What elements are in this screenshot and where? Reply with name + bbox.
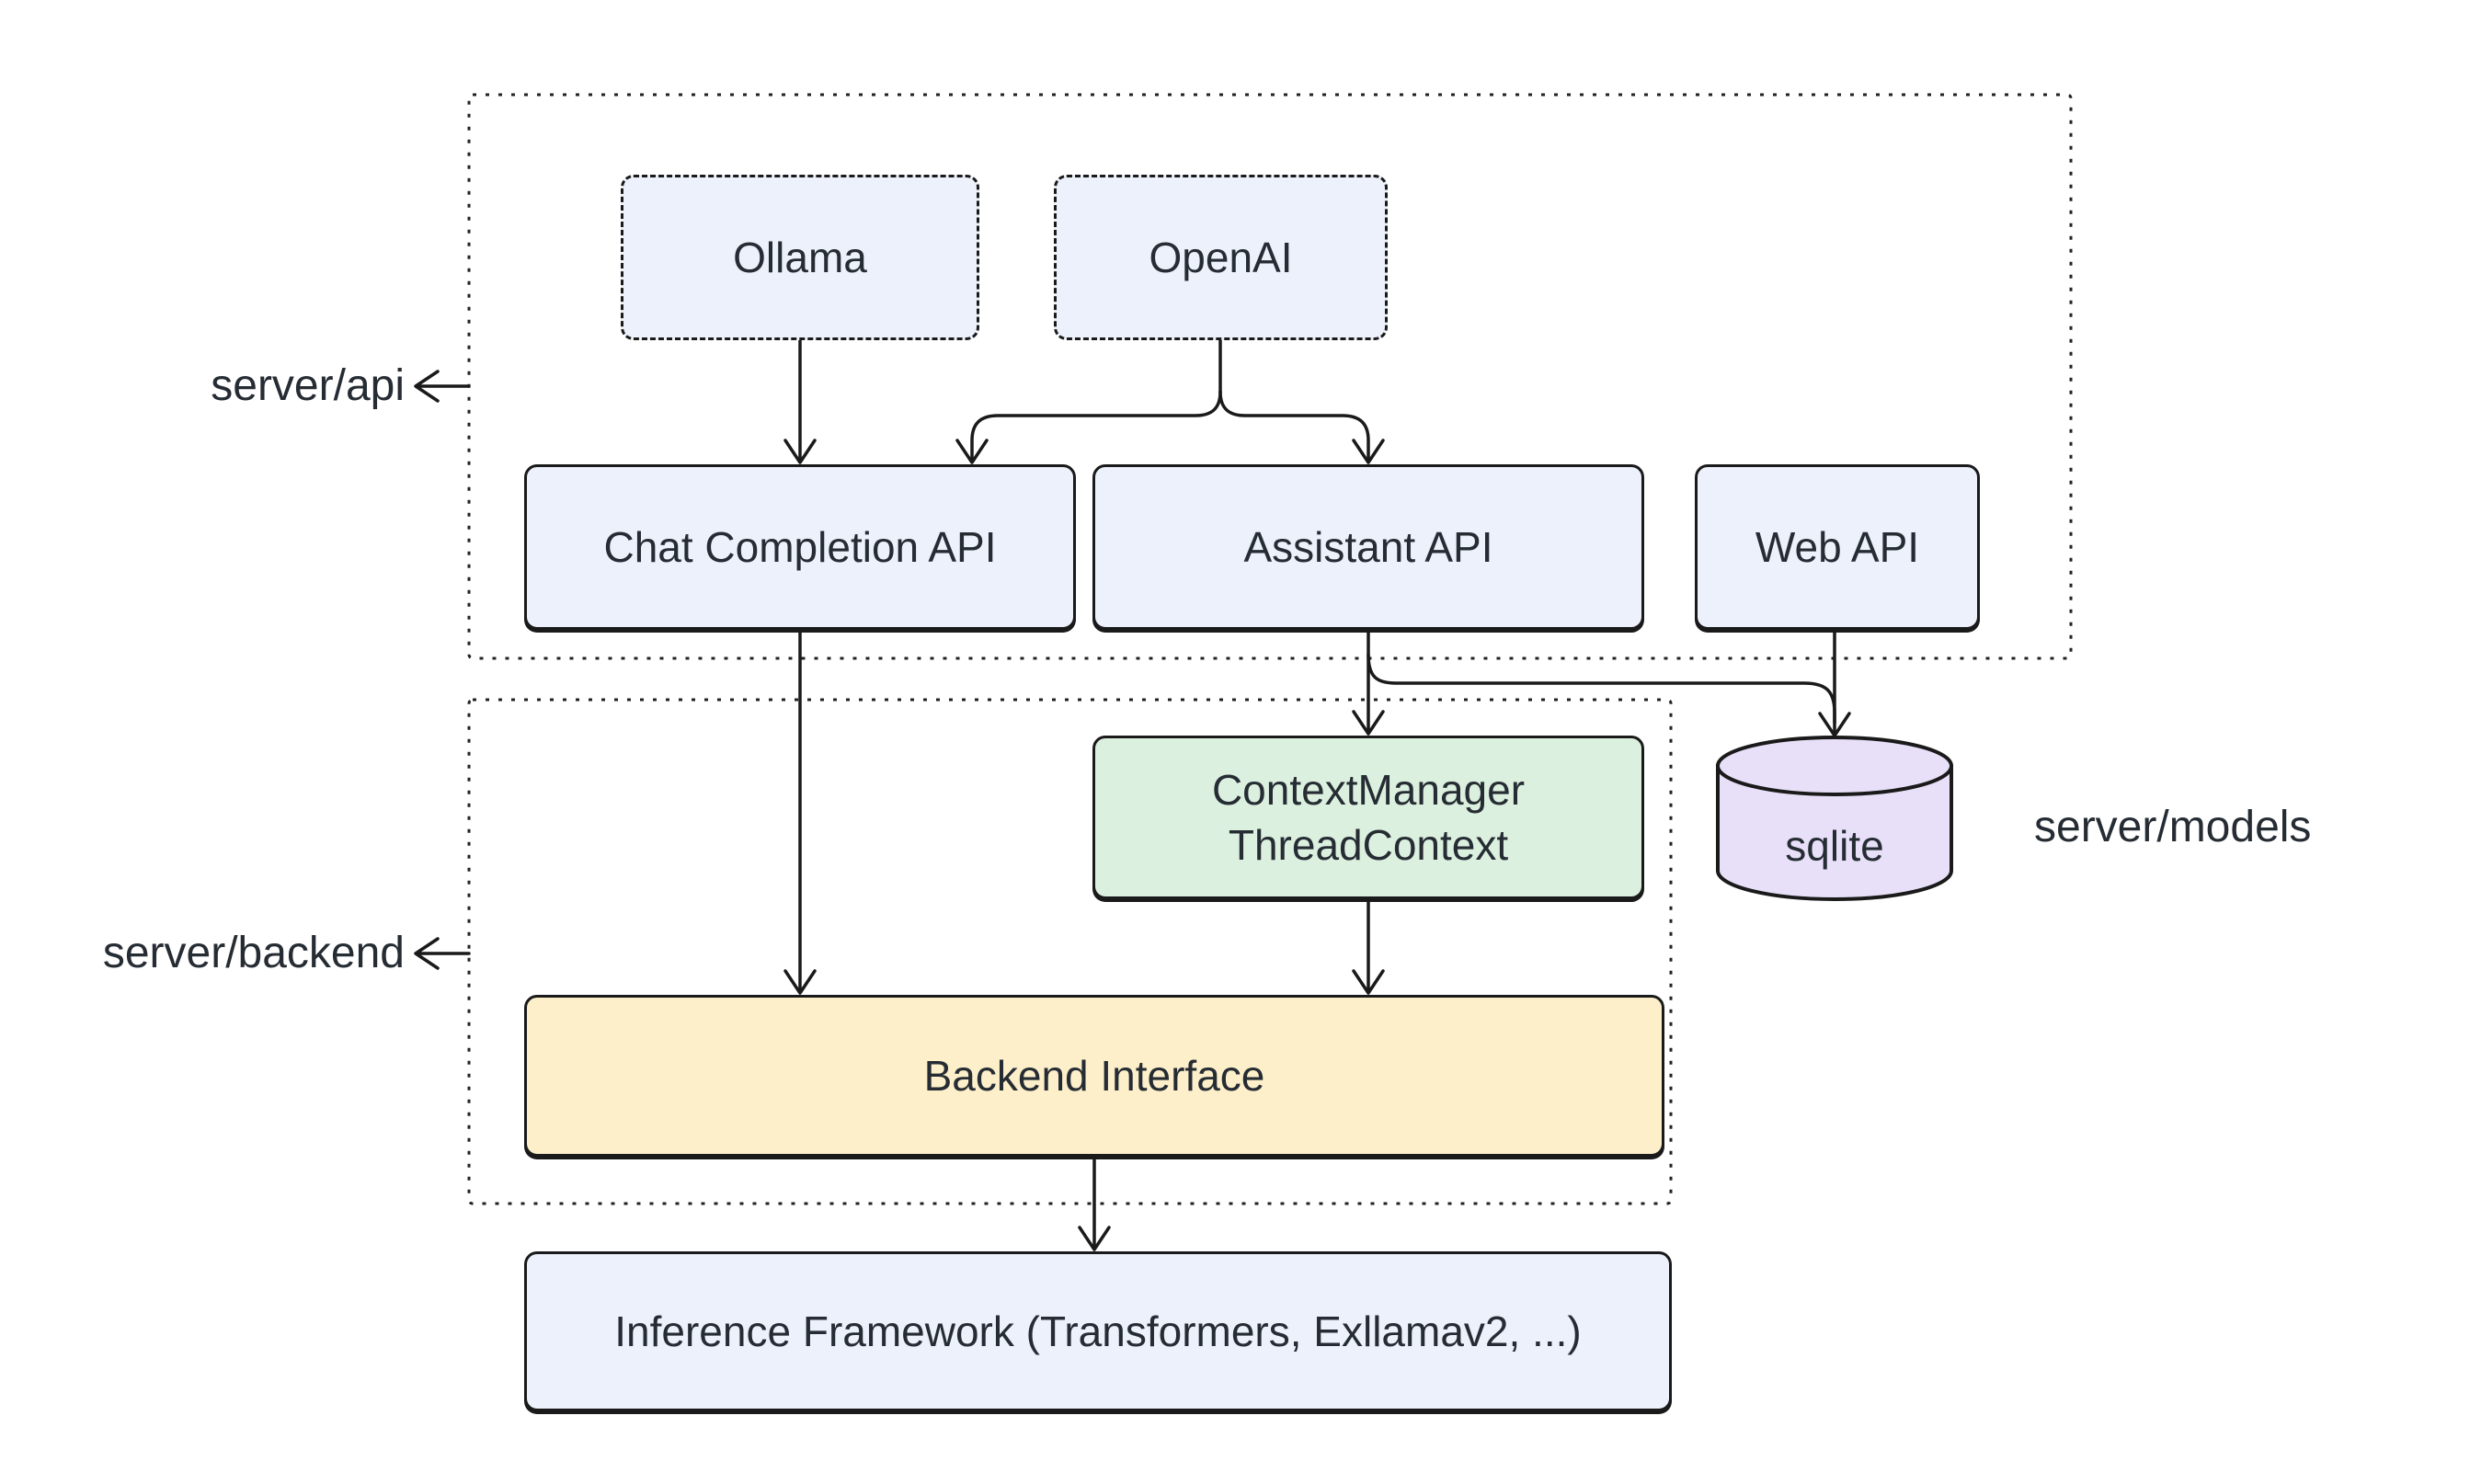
node-backend-interface-label: Backend Interface <box>923 1052 1265 1100</box>
edge-openai-assistant <box>1218 390 1370 462</box>
node-openai: OpenAI <box>1054 175 1388 340</box>
arrowhead-backend-inference <box>1078 1226 1111 1251</box>
node-backend-interface: Backend Interface <box>524 995 1664 1157</box>
node-web-api: Web API <box>1695 464 1980 630</box>
node-inference-framework-label: Inference Framework (Transformers, Exlla… <box>614 1307 1582 1355</box>
arrowhead-label-server-backend <box>414 937 440 970</box>
node-inference-framework: Inference Framework (Transformers, Exlla… <box>524 1251 1672 1411</box>
label-server-api-text: server/api <box>211 361 405 410</box>
label-server-models: server/models <box>2034 802 2311 853</box>
label-server-backend: server/backend <box>83 928 405 979</box>
node-openai-label: OpenAI <box>1149 234 1293 281</box>
node-sqlite-label: sqlite <box>1785 822 1884 870</box>
edge-assistant-sqlite <box>1367 653 1836 725</box>
label-server-backend-text: server/backend <box>102 929 405 977</box>
sqlite-cylinder <box>1716 736 1953 901</box>
node-assistant-api-label: Assistant API <box>1243 523 1493 571</box>
arrowhead-label-server-api <box>414 370 440 403</box>
node-ollama-label: Ollama <box>733 234 867 281</box>
node-context-manager: ContextManager ThreadContext <box>1092 736 1644 899</box>
node-chat-completion-api: Chat Completion API <box>524 464 1076 630</box>
arrowhead-chat-backend <box>783 969 817 995</box>
node-sqlite-label-wrap: sqlite <box>1718 816 1951 875</box>
edge-openai-chat <box>970 390 1222 462</box>
node-web-api-label: Web API <box>1755 523 1920 571</box>
arrowhead-context-backend <box>1352 969 1385 995</box>
node-context-manager-line2: ThreadContext <box>1228 821 1509 869</box>
arrowhead-openai-assistant <box>1352 439 1385 464</box>
node-context-manager-line1: ContextManager <box>1211 766 1526 814</box>
arrowhead-ollama-chat <box>783 439 817 464</box>
node-assistant-api: Assistant API <box>1092 464 1644 630</box>
sqlite-cylinder-body <box>1716 764 1953 901</box>
arrowhead-assistant-context <box>1352 710 1385 736</box>
label-server-api: server/api <box>129 360 405 412</box>
node-ollama: Ollama <box>621 175 979 340</box>
sqlite-cylinder-top <box>1716 736 1953 796</box>
node-chat-completion-api-label: Chat Completion API <box>603 523 997 571</box>
arrowhead-openai-chat <box>955 439 989 464</box>
label-server-models-text: server/models <box>2034 803 2312 851</box>
